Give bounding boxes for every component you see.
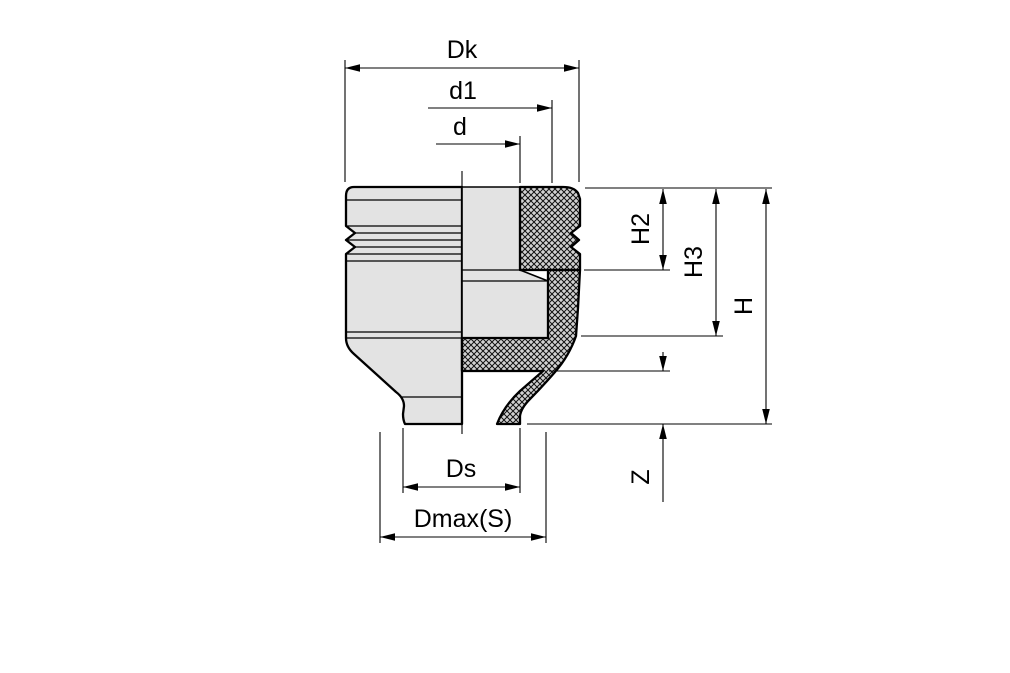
dim-arrow [531, 533, 546, 541]
dim-arrow [505, 140, 520, 148]
ds-label: Ds [446, 455, 477, 483]
dim-arrow [537, 104, 552, 112]
z-label: Z [627, 469, 655, 484]
cup-body-hatch-section [460, 268, 582, 426]
dim-arrow [712, 189, 720, 204]
dimension-dk: Dk [344, 36, 580, 182]
dim-arrow [564, 64, 579, 72]
cup-left-profile [344, 185, 464, 426]
dim-arrow [659, 356, 667, 371]
dim-arrow [505, 483, 520, 491]
right-extension-lines [527, 187, 772, 425]
d-label: d [453, 113, 467, 141]
dim-arrow [762, 189, 770, 204]
dimension-dmax-s: Dmax(S) [379, 432, 547, 543]
h-label: H [730, 297, 758, 315]
dim-arrow [762, 409, 770, 424]
h3-label: H3 [680, 246, 708, 278]
cup-surface-lines [346, 199, 462, 398]
dimension-ds: Ds [402, 428, 521, 493]
d1-label: d1 [449, 77, 477, 105]
dimension-d: d [436, 113, 521, 183]
dmax-s-label: Dmax(S) [414, 505, 513, 533]
dim-arrow [712, 321, 720, 336]
cup-flange-hatch-section [518, 185, 582, 272]
dk-label: Dk [447, 36, 478, 64]
dimension-h3: H3 [680, 189, 720, 336]
dim-arrow [345, 64, 360, 72]
dim-arrow [659, 189, 667, 204]
cup-section-view [344, 171, 582, 434]
dimension-h2: H2 [627, 189, 667, 270]
dim-arrow [659, 424, 667, 439]
dim-arrow [659, 255, 667, 270]
dim-arrow [403, 483, 418, 491]
h2-label: H2 [627, 213, 655, 245]
dimension-d1: d1 [428, 77, 553, 183]
dimension-z: Z [627, 352, 667, 502]
dim-arrow [380, 533, 395, 541]
dimension-h: H [730, 189, 770, 424]
